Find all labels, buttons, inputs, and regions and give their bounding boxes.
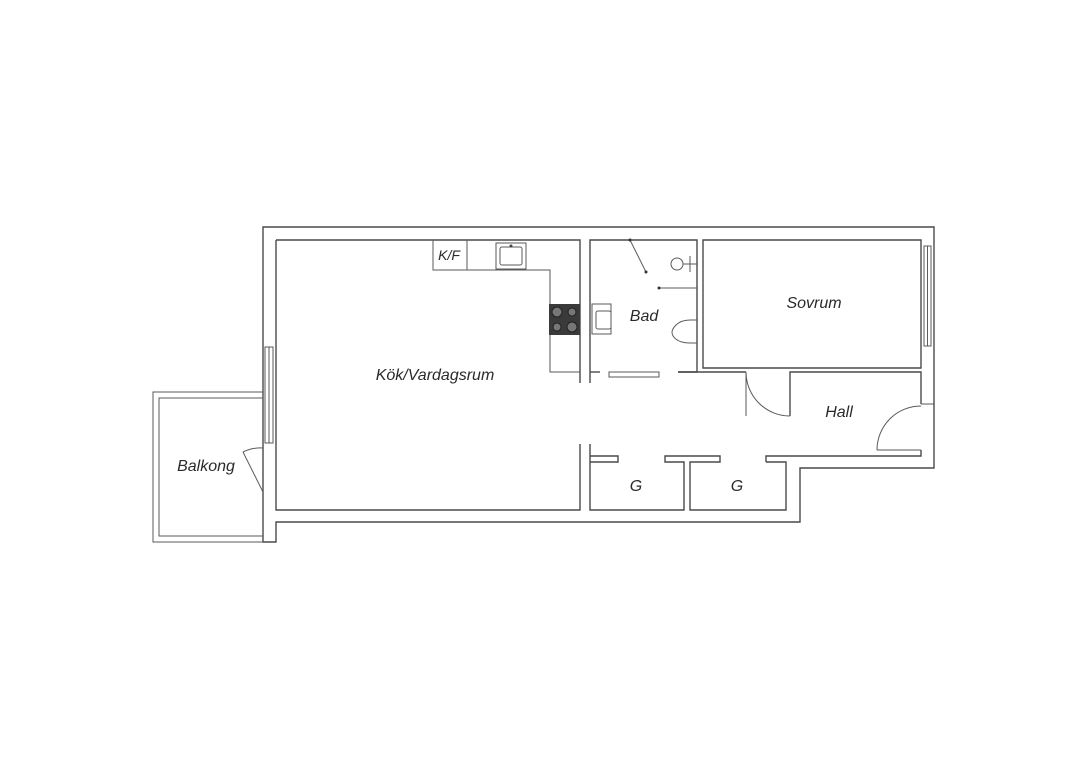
room-label-garderob-2: G bbox=[731, 478, 743, 495]
balcony-door-icon bbox=[242, 447, 264, 493]
room-label-kf: K/F bbox=[438, 247, 461, 263]
room-label-hall: Hall bbox=[825, 404, 853, 421]
room-label-garderob-1: G bbox=[630, 478, 642, 495]
bathroom-sink-icon bbox=[591, 303, 612, 335]
entrance-door-icon bbox=[876, 403, 934, 451]
hall-walls bbox=[589, 371, 922, 511]
shower-icon bbox=[628, 238, 697, 290]
outer-walls bbox=[262, 226, 935, 543]
bedroom-walls bbox=[702, 239, 932, 369]
room-label-sovrum: Sovrum bbox=[786, 295, 841, 312]
kitchen-counter bbox=[432, 240, 580, 373]
toilet-icon bbox=[671, 319, 697, 344]
room-label-bad: Bad bbox=[630, 308, 660, 325]
bedroom-door-icon bbox=[745, 371, 791, 417]
stove-icon bbox=[549, 304, 580, 335]
balcony-outline bbox=[152, 391, 263, 543]
room-label-balkong: Balkong bbox=[177, 458, 235, 475]
room-label-kok-vardagsrum: Kök/Vardagsrum bbox=[376, 367, 495, 384]
living-window-icon bbox=[264, 346, 274, 444]
